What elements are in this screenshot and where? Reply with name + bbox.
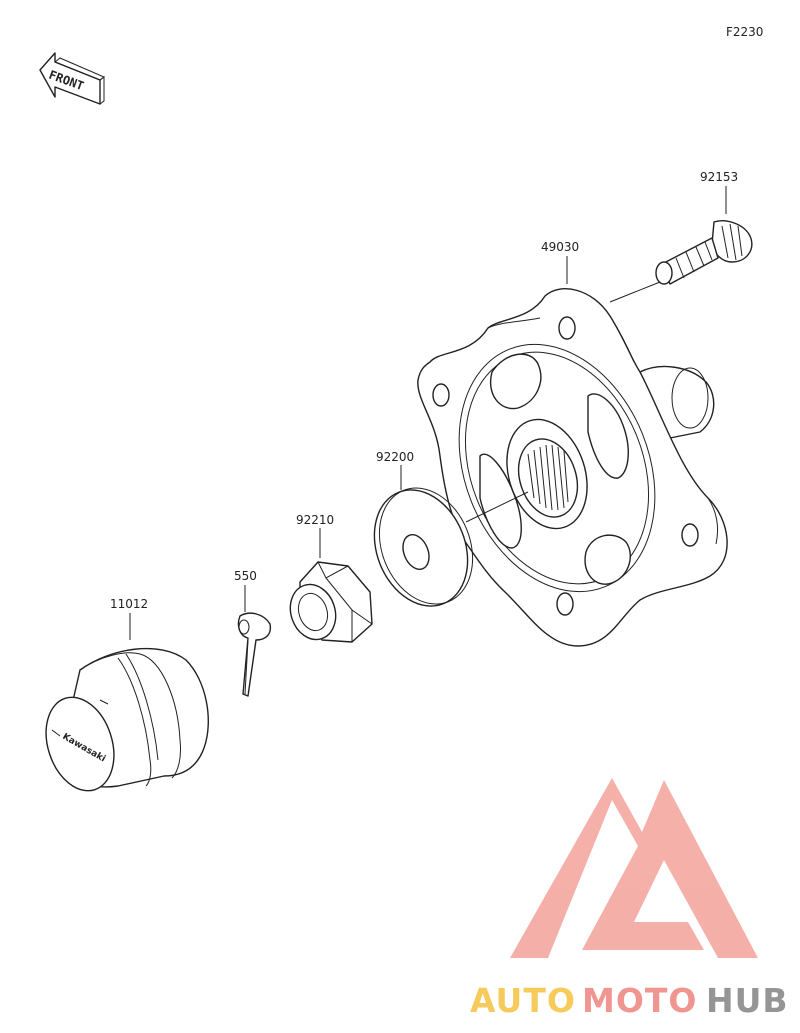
part-number-49030: 49030 bbox=[541, 240, 579, 254]
front-arrow-icon: FRONT bbox=[39, 52, 105, 105]
stud-bolt bbox=[655, 220, 753, 285]
logo-word-auto: AUTO bbox=[470, 981, 576, 1020]
part-number-92153: 92153 bbox=[700, 170, 738, 184]
logo-triangle bbox=[510, 778, 758, 958]
part-number-92200: 92200 bbox=[376, 450, 414, 464]
part-number-92210: 92210 bbox=[296, 513, 334, 527]
logo-word-hub: HUB bbox=[706, 981, 789, 1020]
hex-nut bbox=[289, 561, 373, 643]
figure-code: F2230 bbox=[726, 25, 763, 39]
part-number-11012: 11012 bbox=[110, 597, 148, 611]
part-number-550: 550 bbox=[234, 569, 257, 583]
cotter-pin bbox=[237, 612, 272, 697]
hub-cap: Kawasaki bbox=[45, 647, 210, 792]
watermark-logo: AUTO MOTO HUB bbox=[470, 778, 789, 1020]
leader-stud-to-hub bbox=[609, 281, 661, 303]
logo-word-moto: MOTO bbox=[582, 981, 697, 1020]
washer bbox=[373, 487, 474, 607]
wheel-hub bbox=[417, 288, 728, 647]
leader-axis bbox=[465, 491, 529, 523]
